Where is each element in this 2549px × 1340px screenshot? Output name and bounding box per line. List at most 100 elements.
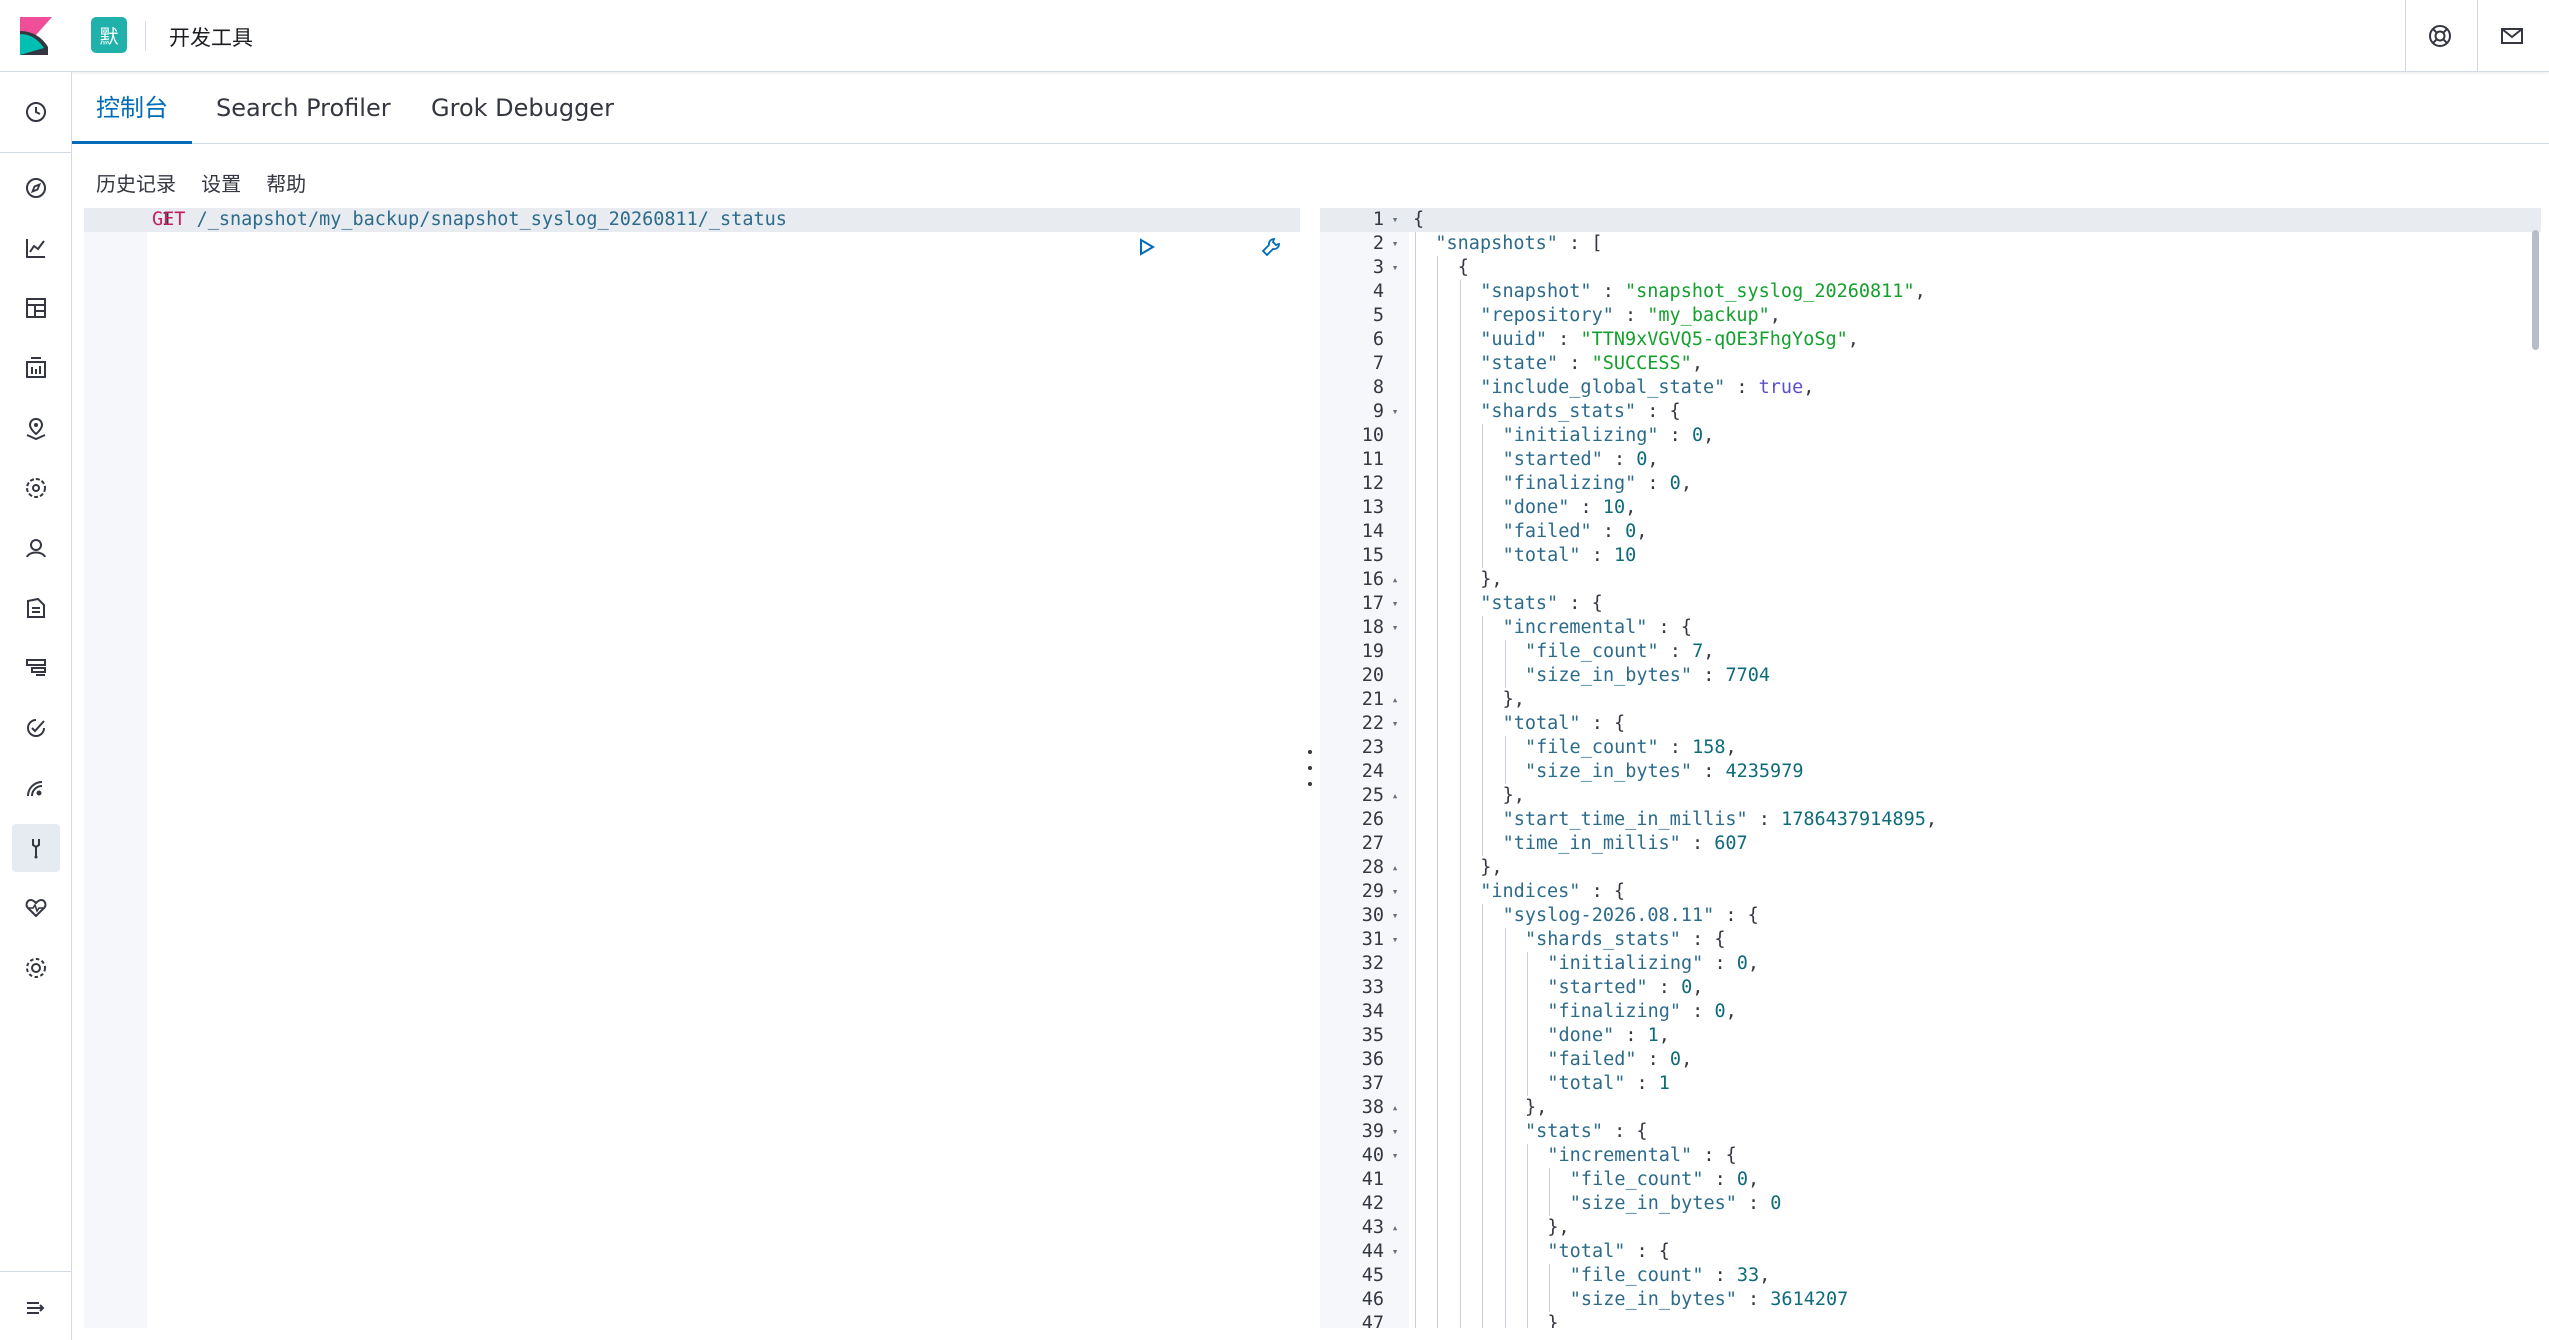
fold-arrow-icon[interactable]: ▾ <box>1391 597 1399 610</box>
unfold-arrow-icon[interactable]: ▴ <box>1391 693 1399 706</box>
fold-arrow-icon[interactable]: ▾ <box>1391 909 1399 922</box>
response-line[interactable]: 26"start_time_in_millis" : 1786437914895… <box>1320 808 2541 832</box>
response-line[interactable]: 4"snapshot" : "snapshot_syslog_20260811"… <box>1320 280 2541 304</box>
response-line[interactable]: 47} <box>1320 1312 2541 1328</box>
kibana-logo-icon[interactable] <box>20 17 52 55</box>
response-line[interactable]: 18▾"incremental" : { <box>1320 616 2541 640</box>
ml-icon[interactable] <box>12 464 60 512</box>
siem-icon[interactable] <box>12 524 60 572</box>
request-code[interactable]: GET /_snapshot/my_backup/snapshot_syslog… <box>152 208 787 232</box>
response-line[interactable]: 42"size_in_bytes" : 0 <box>1320 1192 2541 1216</box>
response-line[interactable]: 43▴}, <box>1320 1216 2541 1240</box>
response-line[interactable]: 27"time_in_millis" : 607 <box>1320 832 2541 856</box>
unfold-arrow-icon[interactable]: ▴ <box>1391 789 1399 802</box>
fold-arrow-icon[interactable]: ▾ <box>1391 885 1399 898</box>
newsfeed-icon[interactable] <box>2498 22 2526 50</box>
tab-grok-debugger[interactable]: Grok Debugger <box>431 94 614 122</box>
response-line[interactable]: 24"size_in_bytes" : 4235979 <box>1320 760 2541 784</box>
response-line[interactable]: 46"size_in_bytes" : 3614207 <box>1320 1288 2541 1312</box>
response-line[interactable]: 41"file_count" : 0, <box>1320 1168 2541 1192</box>
discover-icon[interactable] <box>12 164 60 212</box>
response-line[interactable]: 40▾"incremental" : { <box>1320 1144 2541 1168</box>
help-icon[interactable] <box>2426 22 2454 50</box>
response-line[interactable]: 14"failed" : 0, <box>1320 520 2541 544</box>
management-icon[interactable] <box>12 944 60 992</box>
response-line[interactable]: 35"done" : 1, <box>1320 1024 2541 1048</box>
wrench-icon[interactable] <box>1171 212 1282 289</box>
response-line[interactable]: 11"started" : 0, <box>1320 448 2541 472</box>
fold-arrow-icon[interactable]: ▾ <box>1391 213 1399 226</box>
response-line[interactable]: 44▾"total" : { <box>1320 1240 2541 1264</box>
response-scrollbar[interactable] <box>2529 208 2541 1328</box>
response-line[interactable]: 17▾"stats" : { <box>1320 592 2541 616</box>
response-line[interactable]: 8"include_global_state" : true, <box>1320 376 2541 400</box>
request-line[interactable]: 1 GET /_snapshot/my_backup/snapshot_sysl… <box>84 208 1300 257</box>
unfold-arrow-icon[interactable]: ▴ <box>1391 1221 1399 1234</box>
collapse-menu-icon[interactable] <box>12 1284 60 1332</box>
fold-arrow-icon[interactable]: ▾ <box>1391 1125 1399 1138</box>
unfold-arrow-icon[interactable]: ▴ <box>1391 1101 1399 1114</box>
response-line[interactable]: 16▴}, <box>1320 568 2541 592</box>
response-line[interactable]: 37"total" : 1 <box>1320 1072 2541 1096</box>
unfold-arrow-icon[interactable]: ▴ <box>1391 861 1399 874</box>
response-line[interactable]: 36"failed" : 0, <box>1320 1048 2541 1072</box>
fold-arrow-icon[interactable]: ▾ <box>1391 405 1399 418</box>
response-line[interactable]: 9▾"shards_stats" : { <box>1320 400 2541 424</box>
response-line[interactable]: 1▾{ <box>1320 208 2541 232</box>
response-line[interactable]: 25▴}, <box>1320 784 2541 808</box>
fold-arrow-icon[interactable]: ▾ <box>1391 933 1399 946</box>
scroll-thumb[interactable] <box>2532 230 2539 350</box>
response-line[interactable]: 2▾"snapshots" : [ <box>1320 232 2541 256</box>
play-icon[interactable] <box>1046 212 1157 289</box>
response-line[interactable]: 34"finalizing" : 0, <box>1320 1000 2541 1024</box>
response-line[interactable]: 33"started" : 0, <box>1320 976 2541 1000</box>
panel-resizer[interactable] <box>1304 750 1316 786</box>
fold-arrow-icon[interactable]: ▾ <box>1391 1149 1399 1162</box>
request-editor[interactable]: 1 GET /_snapshot/my_backup/snapshot_sysl… <box>84 208 1300 1328</box>
response-line[interactable]: 20"size_in_bytes" : 7704 <box>1320 664 2541 688</box>
maps-icon[interactable] <box>12 404 60 452</box>
response-line[interactable]: 29▾"indices" : { <box>1320 880 2541 904</box>
monitoring-icon[interactable] <box>12 884 60 932</box>
response-editor[interactable]: 1▾{2▾"snapshots" : [3▾{4"snapshot" : "sn… <box>1320 208 2541 1328</box>
response-line[interactable]: 22▾"total" : { <box>1320 712 2541 736</box>
response-line[interactable]: 38▴}, <box>1320 1096 2541 1120</box>
response-line[interactable]: 28▴}, <box>1320 856 2541 880</box>
response-line[interactable]: 7"state" : "SUCCESS", <box>1320 352 2541 376</box>
tab-search-profiler[interactable]: Search Profiler <box>216 94 391 122</box>
response-line[interactable]: 3▾{ <box>1320 256 2541 280</box>
uptime-icon[interactable] <box>12 704 60 752</box>
space-avatar[interactable]: 默 <box>91 17 127 53</box>
fold-arrow-icon[interactable]: ▾ <box>1391 621 1399 634</box>
fold-arrow-icon[interactable]: ▾ <box>1391 261 1399 274</box>
recent-icon[interactable] <box>12 88 60 136</box>
fold-arrow-icon[interactable]: ▾ <box>1391 717 1399 730</box>
response-line[interactable]: 10"initializing" : 0, <box>1320 424 2541 448</box>
tab-console[interactable]: 控制台 <box>72 72 192 144</box>
fold-arrow-icon[interactable]: ▾ <box>1391 237 1399 250</box>
response-line[interactable]: 21▴}, <box>1320 688 2541 712</box>
response-line[interactable]: 30▾"syslog-2026.08.11" : { <box>1320 904 2541 928</box>
settings-link[interactable]: 设置 <box>201 172 242 196</box>
logs-icon[interactable] <box>12 584 60 632</box>
response-line[interactable]: 39▾"stats" : { <box>1320 1120 2541 1144</box>
apm-icon[interactable] <box>12 644 60 692</box>
dev-tools-icon[interactable] <box>12 824 60 872</box>
dashboard-icon[interactable] <box>12 284 60 332</box>
response-line[interactable]: 12"finalizing" : 0, <box>1320 472 2541 496</box>
help-link[interactable]: 帮助 <box>266 172 307 196</box>
response-line[interactable]: 45"file_count" : 33, <box>1320 1264 2541 1288</box>
canvas-icon[interactable] <box>12 344 60 392</box>
response-line[interactable]: 6"uuid" : "TTN9xVGVQ5-qOE3FhgYoSg", <box>1320 328 2541 352</box>
response-line[interactable]: 13"done" : 10, <box>1320 496 2541 520</box>
response-line[interactable]: 31▾"shards_stats" : { <box>1320 928 2541 952</box>
fold-arrow-icon[interactable]: ▾ <box>1391 1245 1399 1258</box>
visualize-icon[interactable] <box>12 224 60 272</box>
heartbeat-icon[interactable] <box>12 764 60 812</box>
response-line[interactable]: 15"total" : 10 <box>1320 544 2541 568</box>
response-line[interactable]: 19"file_count" : 7, <box>1320 640 2541 664</box>
history-link[interactable]: 历史记录 <box>96 172 176 196</box>
unfold-arrow-icon[interactable]: ▴ <box>1391 573 1399 586</box>
response-line[interactable]: 32"initializing" : 0, <box>1320 952 2541 976</box>
response-line[interactable]: 23"file_count" : 158, <box>1320 736 2541 760</box>
